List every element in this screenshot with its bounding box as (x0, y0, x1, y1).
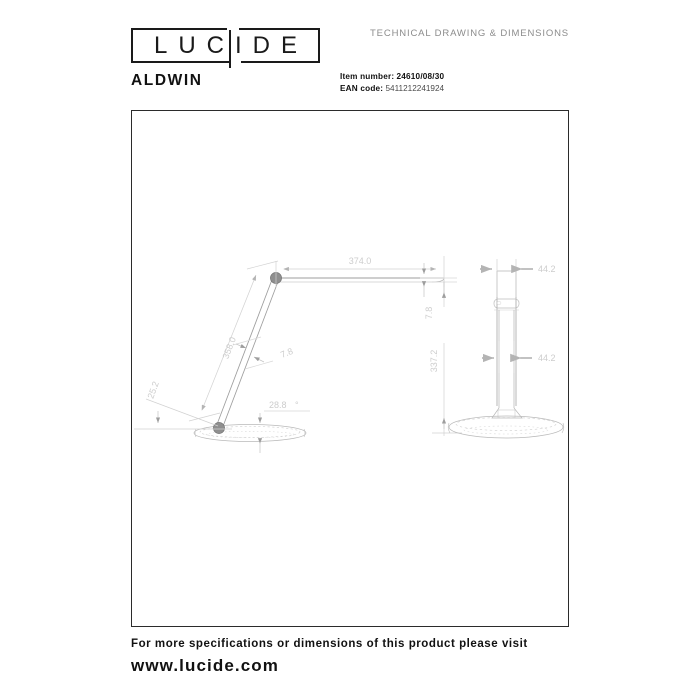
dim-label-base-thickness: 28.8 (269, 400, 287, 410)
product-codes: Item number: 24610/08/30 EAN code: 54112… (340, 71, 444, 94)
logo-frame-bottom-left (131, 61, 231, 63)
dim-label-arm-thickness: 7.8 (424, 307, 434, 320)
drawing-frame: 374.0 358.0 7.8 7.8 337.2 28.8 ° 25.2 44… (131, 110, 569, 627)
page-title: ALDWIN (131, 72, 203, 89)
front-view-column (493, 270, 520, 408)
ean-row: EAN code: 5411212241924 (340, 83, 445, 93)
logo-wordmark: LUCIDE (153, 31, 309, 59)
dim-label-base-thickness-unit: ° (295, 400, 299, 410)
dim-label-total-height: 337.2 (429, 350, 439, 373)
page-footer: For more specifications or dimensions of… (131, 638, 571, 676)
dim-label-column-thickness: 7.8 (279, 346, 294, 360)
dim-column-width (482, 341, 532, 373)
front-view (447, 259, 565, 439)
tagline: TECHNICAL DRAWING & DIMENSIONS (370, 28, 569, 39)
technical-drawing: 374.0 358.0 7.8 7.8 337.2 28.8 ° 25.2 44… (134, 256, 565, 453)
logo-frame-right (318, 28, 320, 63)
dim-base-thickness (257, 410, 310, 453)
footer-text: For more specifications or dimensions of… (131, 638, 528, 650)
item-number-label: Item number: (340, 72, 395, 81)
ean-label: EAN code (340, 83, 381, 93)
lucide-logo: LUCIDE (131, 28, 320, 68)
front-view-pedestal (491, 407, 523, 419)
dim-label-column-width: 44.2 (538, 353, 556, 363)
dim-label-head-width: 44.2 (538, 264, 556, 274)
logo-divider-icon (229, 30, 231, 68)
logo-frame-left (131, 28, 133, 63)
footer-website[interactable]: www.lucide.com (131, 656, 279, 675)
side-view-base (193, 424, 307, 442)
logo-frame-top-left (131, 28, 227, 30)
logo-frame-top-right (239, 28, 320, 30)
dim-label-base-angle: 25.2 (145, 380, 160, 400)
dim-label-arm-length: 374.0 (349, 256, 372, 266)
ean-value: 5411212241924 (385, 83, 445, 93)
joint-lower (213, 422, 225, 434)
side-view-arm (274, 277, 445, 283)
item-number-value: 24610/08/30 (396, 72, 445, 81)
dim-label-column-length: 358.0 (220, 336, 237, 361)
dim-head-width (480, 259, 533, 297)
side-view (134, 256, 462, 453)
dim-column-thickness (232, 336, 274, 370)
logo-frame-bottom-right (241, 61, 320, 63)
front-view-base (447, 415, 565, 439)
dim-base-angle (134, 398, 232, 430)
page-header: LUCIDE TECHNICAL DRAWING & DIMENSIONS AL… (0, 0, 700, 100)
dim-column-length (188, 260, 279, 422)
item-number-row: Item number: 24610/08/30 (340, 71, 444, 83)
dim-arm-thickness (420, 263, 457, 297)
